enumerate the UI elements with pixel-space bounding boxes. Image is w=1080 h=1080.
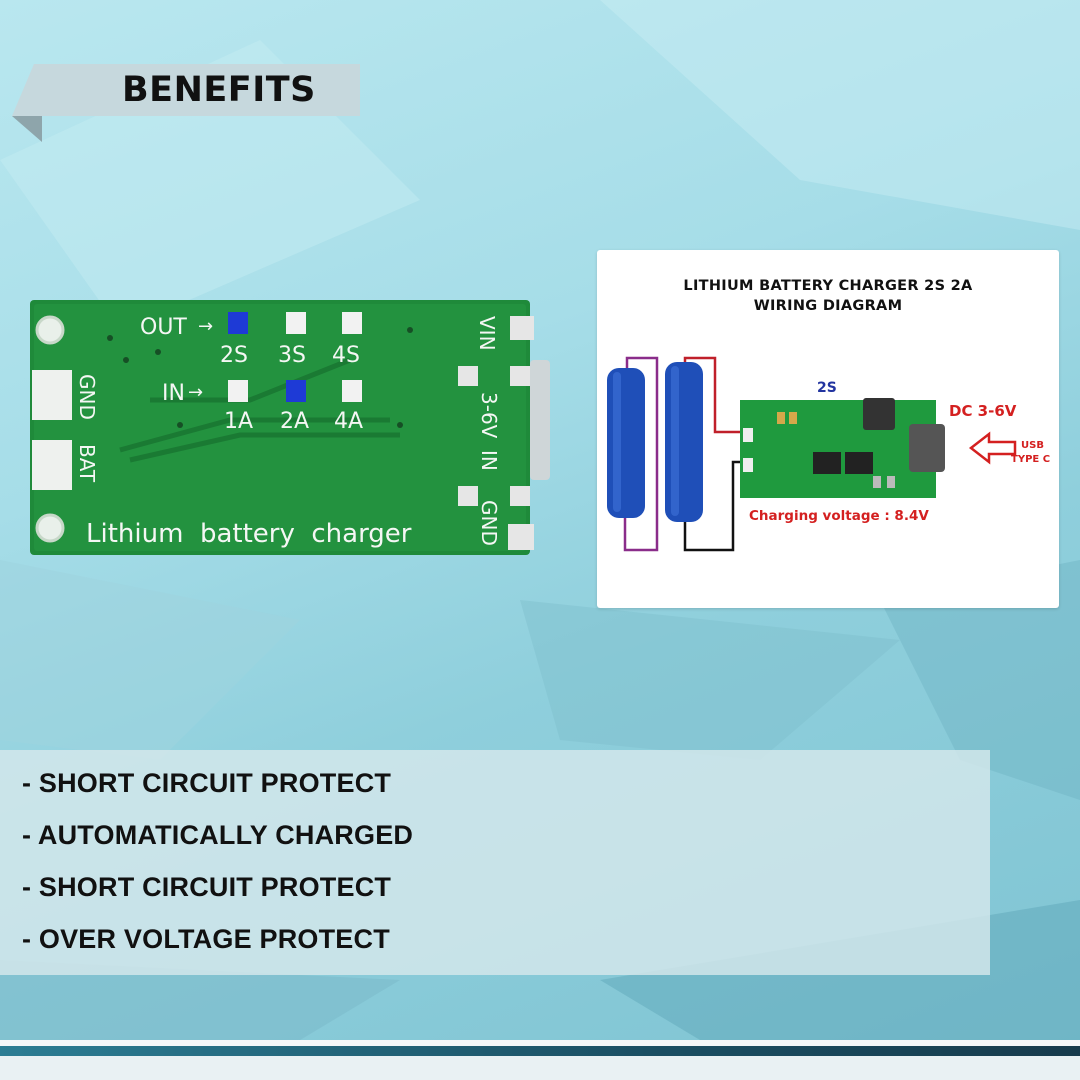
usb-c-port bbox=[909, 424, 945, 472]
svg-text:→: → bbox=[198, 316, 213, 337]
charger-board-photo: OUT → 2S 3S 4S IN → 1A 2A 4A Lithium bat… bbox=[30, 300, 550, 555]
benefits-banner bbox=[12, 64, 360, 116]
current-label-1a: 1A bbox=[224, 409, 253, 434]
cell-label-3s: 3S bbox=[278, 343, 306, 368]
benefit-item: - SHORT CIRCUIT PROTECT bbox=[22, 768, 392, 798]
usb-type-label: TYPE C bbox=[1011, 454, 1050, 465]
diagram-board bbox=[740, 400, 936, 498]
diagram-subtitle: WIRING DIAGRAM bbox=[753, 298, 903, 314]
current-label-2a: 2A bbox=[280, 409, 309, 434]
svg-text:→: → bbox=[188, 382, 203, 403]
series-label: 2S bbox=[817, 380, 837, 396]
label-vin: VIN bbox=[475, 316, 499, 351]
footer-stripe-dark bbox=[0, 1046, 1080, 1056]
page-title: BENEFITS bbox=[122, 70, 316, 110]
current-label-4a: 4A bbox=[334, 409, 363, 434]
benefit-item: - SHORT CIRCUIT PROTECT bbox=[22, 872, 392, 902]
silkscreen-text: Lithium battery charger bbox=[86, 519, 412, 549]
charging-voltage-label: Charging voltage : 8.4V bbox=[749, 508, 929, 524]
cell-label-2s: 2S bbox=[220, 343, 248, 368]
arrow-icon bbox=[968, 431, 1017, 465]
inductor bbox=[863, 398, 895, 430]
wiring-diagram-card: 2S DC 3-6V USB TYPE C Charging voltage :… bbox=[597, 250, 1059, 608]
battery-right bbox=[665, 362, 703, 522]
battery-left bbox=[607, 368, 645, 518]
in-label: IN bbox=[162, 381, 185, 406]
pad-label-bat: BAT bbox=[75, 444, 99, 483]
benefit-item: - OVER VOLTAGE PROTECT bbox=[22, 924, 390, 954]
pad-label-gnd: GND bbox=[75, 374, 99, 420]
footer-stripe bbox=[0, 1040, 1080, 1046]
label-voltage: 3-6V bbox=[477, 392, 501, 439]
selected-pad bbox=[228, 312, 248, 334]
benefit-item: - AUTOMATICALLY CHARGED bbox=[22, 820, 414, 850]
label-in: IN bbox=[477, 450, 501, 471]
footer-stripe-light bbox=[0, 1056, 1080, 1080]
wiring-diagram: 2S DC 3-6V USB TYPE C Charging voltage :… bbox=[607, 356, 1050, 552]
cell-label-4s: 4S bbox=[332, 343, 360, 368]
dc-voltage-label: DC 3-6V bbox=[949, 402, 1017, 420]
diagram-title: LITHIUM BATTERY CHARGER 2S 2A bbox=[683, 278, 973, 294]
usb-label: USB bbox=[1021, 440, 1044, 451]
out-label: OUT bbox=[140, 315, 187, 340]
benefits-panel bbox=[0, 750, 990, 975]
label-gnd-right: GND bbox=[477, 500, 501, 546]
